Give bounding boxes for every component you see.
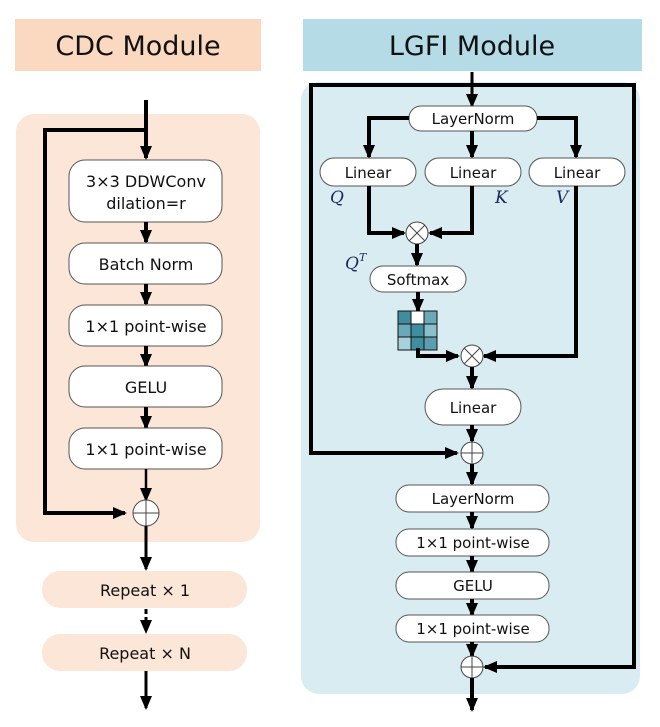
attention-matrix-cell [410, 310, 425, 325]
lgfi-gelu-label: GELU [453, 577, 493, 595]
layernorm-top-label: LayerNorm [432, 110, 515, 128]
branch-v-line [537, 116, 582, 159]
cdc-title: CDC Module [55, 31, 220, 62]
repeat-1-label: Repeat × 1 [100, 581, 190, 600]
matrix-to-mult [416, 348, 460, 362]
lgfi-title-box [303, 19, 642, 71]
linear-out-label: Linear [450, 399, 497, 417]
v-label: V [556, 188, 570, 208]
qt-label: QT [345, 251, 368, 274]
lgfi-skip-inner [309, 83, 472, 459]
layernorm-2-label: LayerNorm [432, 490, 515, 508]
lgfi-pointwise-1-block: 1×1 point-wise [395, 528, 550, 557]
linear-k-block: Linear [424, 157, 522, 187]
add-icon-1 [460, 441, 484, 465]
cdc-gelu-block: GELU [68, 365, 223, 408]
gelu-label: GELU [125, 378, 167, 397]
k-label: K [494, 188, 509, 208]
attention-matrix-cell [423, 336, 438, 351]
pointwise-1-label: 1×1 point-wise [85, 317, 206, 336]
add-icon-2 [460, 655, 484, 679]
batchnorm-label: Batch Norm [99, 255, 194, 274]
cdc-pointwise-2-block: 1×1 point-wise [68, 427, 223, 470]
cdc-pointwise-1-block: 1×1 point-wise [68, 304, 223, 347]
pointwise-2-label: 1×1 point-wise [85, 440, 206, 459]
repeat-1-block: Repeat × 1 [42, 571, 247, 608]
softmax-label: Softmax [387, 271, 449, 289]
linear-q-block: Linear [319, 157, 417, 187]
v-to-mult [482, 186, 578, 362]
lgfi-layernorm-2-block: LayerNorm [395, 484, 550, 513]
multiply-icon-2 [460, 344, 484, 368]
linear-out-block: Linear [424, 388, 522, 426]
cdc-add-icon [132, 499, 160, 527]
attention-matrix-cell [410, 323, 425, 338]
k-to-mult [428, 186, 474, 239]
softmax-block: Softmax [369, 265, 467, 293]
linear-k-label: Linear [450, 164, 497, 182]
lgfi-layernorm-top-block: LayerNorm [408, 105, 538, 132]
repeat-n-label: Repeat × N [99, 644, 191, 663]
ddwconv-label: 3×3 DDWConv [86, 172, 206, 191]
dilation-label: dilation=r [106, 194, 186, 213]
lgfi-skip-outer [472, 83, 636, 673]
q-to-mult [367, 186, 406, 239]
attention-matrix-cell [397, 310, 412, 325]
multiply-icon-1 [405, 221, 429, 245]
branch-q-line [363, 116, 409, 159]
lgfi-pointwise-2-label: 1×1 point-wise [416, 620, 530, 638]
attention-matrix-cell [423, 310, 438, 325]
lgfi-title: LGFI Module [389, 31, 555, 62]
q-label: Q [330, 188, 344, 208]
attention-matrix-cell [397, 336, 412, 351]
cdc-title-box [15, 19, 261, 71]
cdc-batchnorm-block: Batch Norm [68, 242, 223, 285]
attention-matrix-cell [397, 323, 412, 338]
lgfi-gelu-block: GELU [395, 571, 550, 600]
cdc-ddwconv-block: 3×3 DDWConv dilation=r [68, 159, 223, 223]
attention-matrix-cell [423, 323, 438, 338]
linear-v-block: Linear [528, 157, 626, 187]
attention-matrix-icon [397, 310, 438, 351]
cdc-skip-line [43, 100, 148, 513]
linear-v-label: Linear [554, 164, 601, 182]
lgfi-pointwise-2-block: 1×1 point-wise [395, 614, 550, 643]
linear-q-label: Linear [345, 164, 392, 182]
repeat-n-block: Repeat × N [42, 634, 247, 671]
lgfi-pointwise-1-label: 1×1 point-wise [416, 534, 530, 552]
